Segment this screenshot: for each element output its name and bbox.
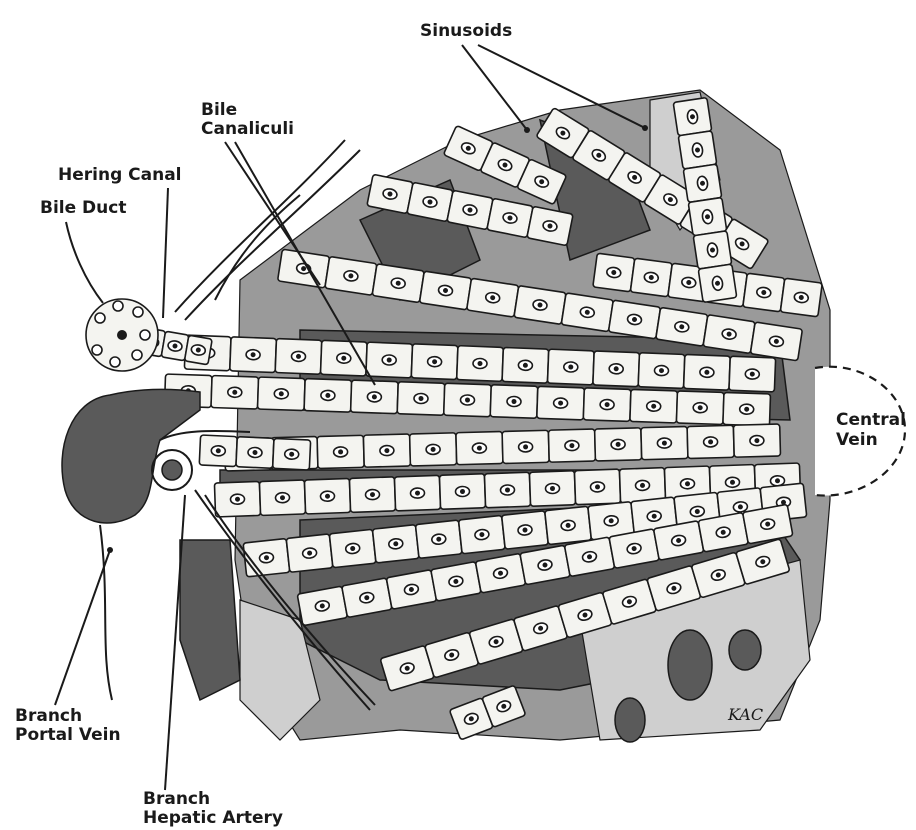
hepatocyte-cell: [638, 353, 685, 389]
label-bile-duct: Bile Duct: [40, 198, 126, 218]
hepatocyte-cell: [275, 339, 322, 375]
hepatocyte-cell: [363, 434, 410, 467]
hepatocyte-cell: [502, 430, 549, 463]
hepatocyte-cell: [211, 376, 259, 410]
hepatocyte-cell: [230, 337, 277, 373]
hepatocyte-cell: [317, 435, 364, 468]
hepatocyte-cell: [304, 379, 352, 413]
hepatocyte-cell: [214, 481, 260, 517]
hepatocyte-cell: [729, 356, 776, 392]
hepatocyte-cell: [457, 346, 504, 382]
hepatocyte-cell: [447, 190, 493, 229]
hepatocyte-cell: [683, 164, 722, 202]
hepatocyte-cell: [484, 472, 530, 508]
artist-signature: KAC: [727, 705, 763, 724]
hepatocyte-cell: [593, 253, 635, 292]
hepatocyte-cell: [286, 534, 333, 572]
hepatocyte-cell: [502, 347, 549, 383]
hepatocyte-cell: [630, 258, 672, 297]
label-branch-portal-vein-line2: Portal Vein: [15, 725, 121, 745]
hepatocyte-cell: [750, 322, 802, 361]
hepatocyte-cell: [529, 471, 575, 507]
hepatocyte-cell: [693, 231, 732, 269]
label-sinusoids: Sinusoids: [420, 21, 512, 41]
hepatocyte-cell: [583, 388, 631, 422]
hepatocyte-cell: [656, 307, 708, 346]
hepatocyte-cell: [723, 392, 771, 426]
hepatocyte-cell: [548, 429, 595, 462]
hepatocyte-cell: [366, 342, 413, 378]
hepatocyte-cell: [608, 300, 660, 339]
hepatocyte-cell: [547, 349, 594, 385]
hepatocyte-cell: [673, 97, 712, 135]
hepatocyte-cell: [329, 529, 376, 567]
branch-portal-vein-shape: [62, 389, 200, 523]
hepatocyte-cell: [184, 335, 212, 365]
hepatocyte-cell: [410, 433, 457, 466]
hepatocyte-cell: [456, 431, 503, 464]
hepatocyte-cell: [780, 278, 822, 317]
hepatocyte-cell: [444, 383, 492, 417]
hepatocyte-cell: [514, 286, 566, 325]
hepatocyte-cell: [367, 174, 413, 213]
hepatocyte-cell: [733, 424, 780, 457]
hepatocyte-cell: [641, 426, 688, 459]
hepatocyte-cell: [703, 315, 755, 354]
hepatocyte-cell: [349, 477, 395, 513]
hepatocyte-cell: [304, 478, 350, 514]
hepatocyte-cell: [278, 249, 330, 288]
hepatocyte-cell: [687, 425, 734, 458]
bile-duct-shape: [86, 299, 158, 371]
hepatocyte-cell: [561, 293, 613, 332]
hepatocyte-cell: [678, 131, 717, 169]
hepatocyte-cell: [743, 273, 785, 312]
hepatocyte-cell: [419, 271, 471, 310]
hepatocyte-cell: [630, 389, 678, 423]
hepatocyte-cell: [257, 377, 305, 411]
hepatocyte-cell: [325, 256, 377, 295]
hepatocyte-cell: [676, 391, 724, 425]
hepatocyte-cell: [372, 264, 424, 303]
hepatocyte-cell: [574, 469, 620, 505]
hepatocyte-cell: [199, 435, 237, 467]
hepatocyte-cell: [407, 182, 453, 221]
hepatocyte-cell: [415, 520, 462, 558]
hepatocyte-cell: [273, 438, 311, 470]
label-branch-hepatic-artery-line2: Hepatic Artery: [143, 808, 283, 828]
hepatocyte-cell: [537, 386, 585, 420]
hepatocyte-cell: [545, 506, 592, 544]
hepatocyte-cell: [595, 428, 642, 461]
hepatocyte-cell: [259, 480, 305, 516]
hepatocyte-cell: [527, 206, 573, 245]
hepatocyte-cell: [459, 515, 506, 553]
label-branch-hepatic-artery-line1: Branch: [143, 789, 210, 809]
hepatocyte-cell: [593, 351, 640, 387]
hepatocyte-cell: [411, 344, 458, 380]
hepatocyte-cell: [490, 385, 538, 419]
label-central-vein-line1: Central: [836, 410, 906, 430]
hepatocyte-cell: [688, 197, 727, 235]
hepatocyte-cell: [684, 354, 731, 390]
label-bile-canaliculi-line1: Bile: [201, 100, 237, 120]
hepatocyte-cell: [394, 475, 440, 511]
hepatocyte-cell: [698, 264, 737, 302]
label-hering-canal: Hering Canal: [58, 165, 182, 185]
hepatocyte-cell: [487, 198, 533, 237]
label-bile-canaliculi-line2: Canaliculi: [201, 119, 294, 139]
hepatocyte-cell: [397, 382, 445, 416]
hepatocyte-cell: [467, 278, 519, 317]
label-branch-portal-vein-line1: Branch: [15, 706, 82, 726]
hepatocyte-cell: [236, 437, 274, 469]
hepatocyte-cell: [372, 525, 419, 563]
label-central-vein-line2: Vein: [836, 430, 878, 450]
hepatocyte-cell: [502, 511, 549, 549]
hepatocyte-cell: [439, 474, 485, 510]
